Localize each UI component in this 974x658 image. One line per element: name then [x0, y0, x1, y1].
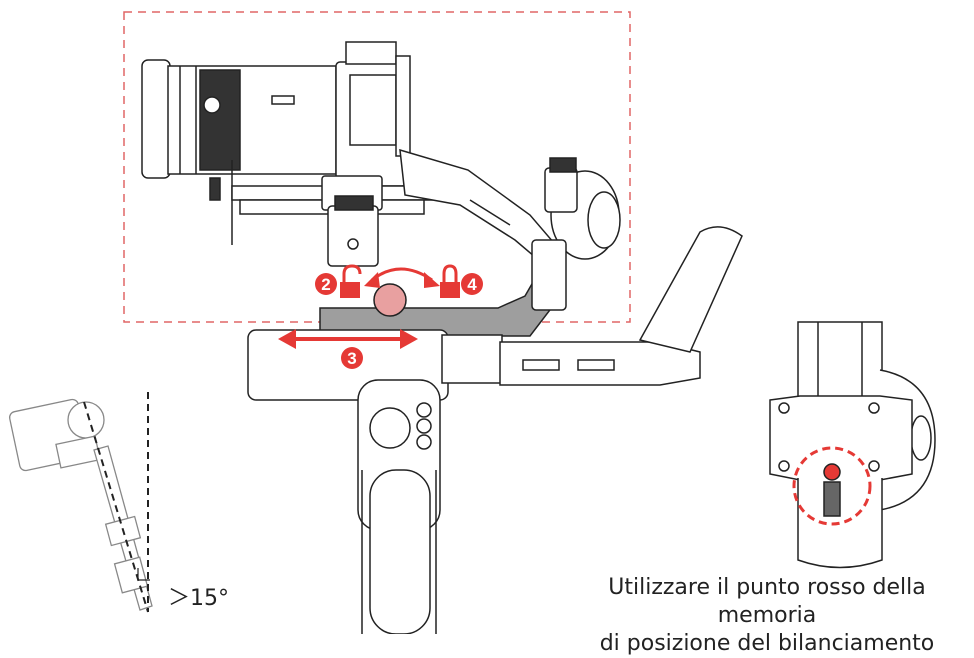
- caption-line-1: Utilizzare il punto rosso della memoria: [608, 575, 926, 628]
- lock-knob: [373, 283, 407, 317]
- curved-double-arrow: [371, 267, 433, 282]
- angle-arc: [137, 568, 150, 581]
- balance-memory-caption: Utilizzare il punto rosso della memoria …: [560, 574, 974, 658]
- step-badge-2: 2: [315, 273, 337, 295]
- step-badge-4: 4: [461, 273, 483, 295]
- horizontal-double-arrow: [278, 329, 418, 349]
- tilted-gimbal-illustration: [8, 398, 153, 611]
- balance-memory-detail: [769, 321, 936, 569]
- tilt-arm: [399, 148, 621, 270]
- step-number-2: 2: [321, 275, 330, 294]
- balance-memory-red-dot: [823, 463, 841, 481]
- balance-memory-highlight-circle: [792, 446, 872, 526]
- step-number-3: 3: [347, 349, 356, 368]
- step-badge-3: 3: [341, 347, 363, 369]
- caption-line-2: di posizione del bilanciamento: [599, 631, 935, 656]
- curved-arrow-right-head: [424, 272, 440, 288]
- gimbal-diagram: 2 4 3: [8, 11, 936, 634]
- lock-icon: [440, 264, 460, 298]
- step-number-4: 4: [467, 275, 477, 294]
- unlock-icon: [340, 264, 362, 298]
- curved-arrow-left-head: [364, 272, 380, 288]
- camera-with-lens: [141, 41, 411, 245]
- tilt-angle-label: ＞15°: [168, 586, 229, 611]
- quick-release-clamp: [231, 175, 433, 267]
- tilt-reference-line: [83, 401, 149, 613]
- roll-arm: [319, 239, 567, 337]
